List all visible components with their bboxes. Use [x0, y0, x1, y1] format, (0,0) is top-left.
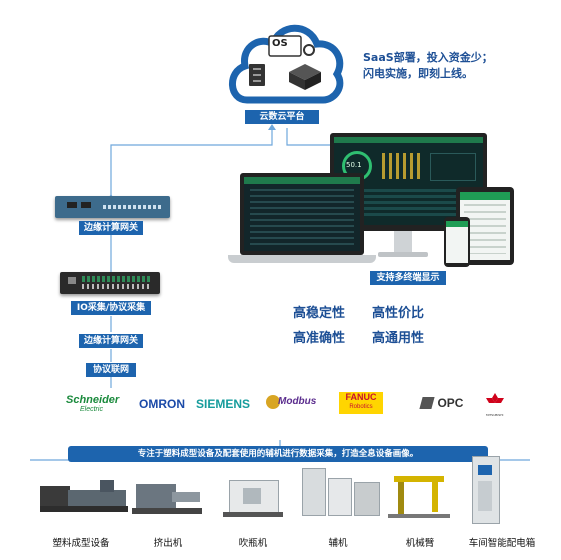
protocol-network-label: 协议联网 [86, 363, 136, 377]
laptop-device [240, 173, 364, 255]
phone-device [444, 217, 470, 267]
machine-label-3: 吹瓶机 [238, 538, 268, 549]
io-gateway-label: IO采集/协议采集 [71, 301, 151, 315]
auxiliary-machine-image [298, 464, 380, 520]
schneider-logo: Schneider Electric [66, 394, 120, 413]
edge-gateway-label-bottom: 边缘计算网关 [79, 334, 143, 348]
omron-logo: OMRON [139, 397, 185, 411]
saas-line-1: SaaS部署，投入资金少； [363, 51, 493, 64]
distribution-box-image [472, 456, 500, 524]
extruder-image [132, 478, 202, 518]
machine-label-1: 塑料成型设备 [52, 538, 110, 549]
multi-terminal-label: 支持多终端显示 [370, 271, 446, 285]
feature-2: 高性价比 [372, 306, 425, 321]
cloud-platform-label: 云数云平台 [245, 110, 319, 124]
edge-gateway-device [55, 196, 170, 218]
fanuc-logo: FANUC Robotics [339, 392, 383, 414]
robot-arm-image [388, 474, 450, 520]
blow-molding-machine-image [223, 476, 283, 520]
opc-logo: OPC [419, 394, 463, 412]
siemens-logo: SIEMENS [196, 397, 251, 411]
machine-label-2: 挤出机 [153, 538, 183, 549]
machine-label-6: 车间智能配电箱 [468, 538, 536, 549]
feature-4: 高通用性 [372, 331, 425, 346]
saas-line-2: 闪电实施，即刻上线。 [363, 67, 473, 80]
data-collection-banner: 专注于塑料成型设备及配套使用的辅机进行数据采集，打造全息设备画像。 [68, 446, 488, 462]
injection-molding-machine-image [40, 476, 128, 516]
cloud-icon [229, 24, 344, 104]
machine-label-4: 辅机 [328, 538, 348, 549]
edge-gateway-label-top: 边缘计算网关 [79, 221, 143, 235]
feature-3: 高准确性 [293, 331, 346, 346]
io-gateway-device [60, 272, 160, 294]
machine-label-5: 机械臂 [405, 538, 435, 549]
feature-1: 高稳定性 [293, 306, 346, 321]
screen-value: 50.1 [346, 161, 362, 169]
os-badge: OS [272, 38, 288, 49]
mitsubishi-logo: MITSUBISHI [486, 393, 504, 417]
